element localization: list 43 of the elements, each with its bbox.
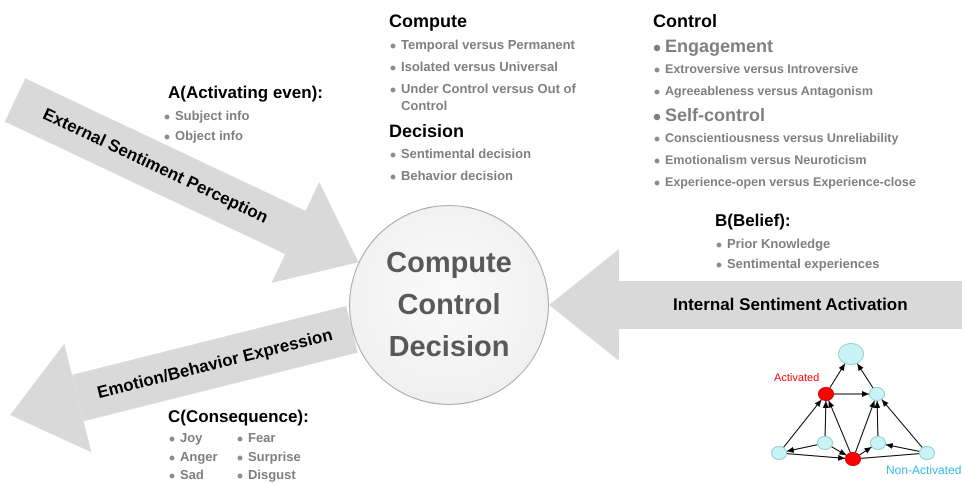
activated-network-node: [845, 452, 861, 466]
list-item: Disgust: [236, 467, 296, 484]
arrow: [828, 400, 851, 453]
section-heading: Control: [653, 10, 717, 33]
arrow: [783, 399, 822, 448]
node-state-label: Activated: [774, 371, 820, 386]
list-item: Joy: [168, 430, 202, 447]
list-item: Subject info: [163, 108, 250, 125]
arrow-label: Internal Sentiment Activation: [673, 295, 908, 315]
list-item: Anger: [168, 449, 218, 466]
network-node: [817, 436, 833, 450]
connector-line: [860, 453, 920, 459]
activated-network-node: [818, 387, 834, 401]
arrow: [829, 363, 846, 388]
network-node: [869, 387, 885, 401]
list-item: Prior Knowledge: [715, 236, 830, 253]
arrow: [859, 446, 872, 456]
block-arrow: [549, 249, 962, 361]
section-heading: Compute: [389, 10, 467, 33]
block-arrow: [10, 306, 358, 452]
node-state-label: Non-Activated: [886, 463, 962, 479]
section-heading: Decision: [389, 120, 464, 143]
arrow: [834, 391, 870, 397]
arrow: [855, 400, 875, 453]
node-text: Compute Control Decision: [385, 246, 513, 366]
list-item: Sentimental experiences: [715, 256, 880, 273]
network-node: [919, 446, 935, 460]
arrow: [822, 400, 829, 436]
arrow: [885, 443, 920, 452]
section-heading: C(Consequence):: [168, 406, 309, 428]
arrow: [874, 400, 880, 436]
arrow: [786, 444, 818, 453]
network-node: [838, 343, 864, 365]
list-item: Surprise: [236, 449, 301, 466]
network-node: [870, 436, 886, 450]
arrow: [831, 446, 847, 456]
block-arrow: [4, 78, 359, 284]
arrow: [786, 453, 846, 461]
arrow: [881, 399, 923, 448]
section-heading: B(Belief):: [715, 210, 791, 232]
network-node: [771, 446, 787, 460]
section-heading: A(Activating even):: [168, 82, 323, 104]
arrow: [856, 363, 874, 388]
